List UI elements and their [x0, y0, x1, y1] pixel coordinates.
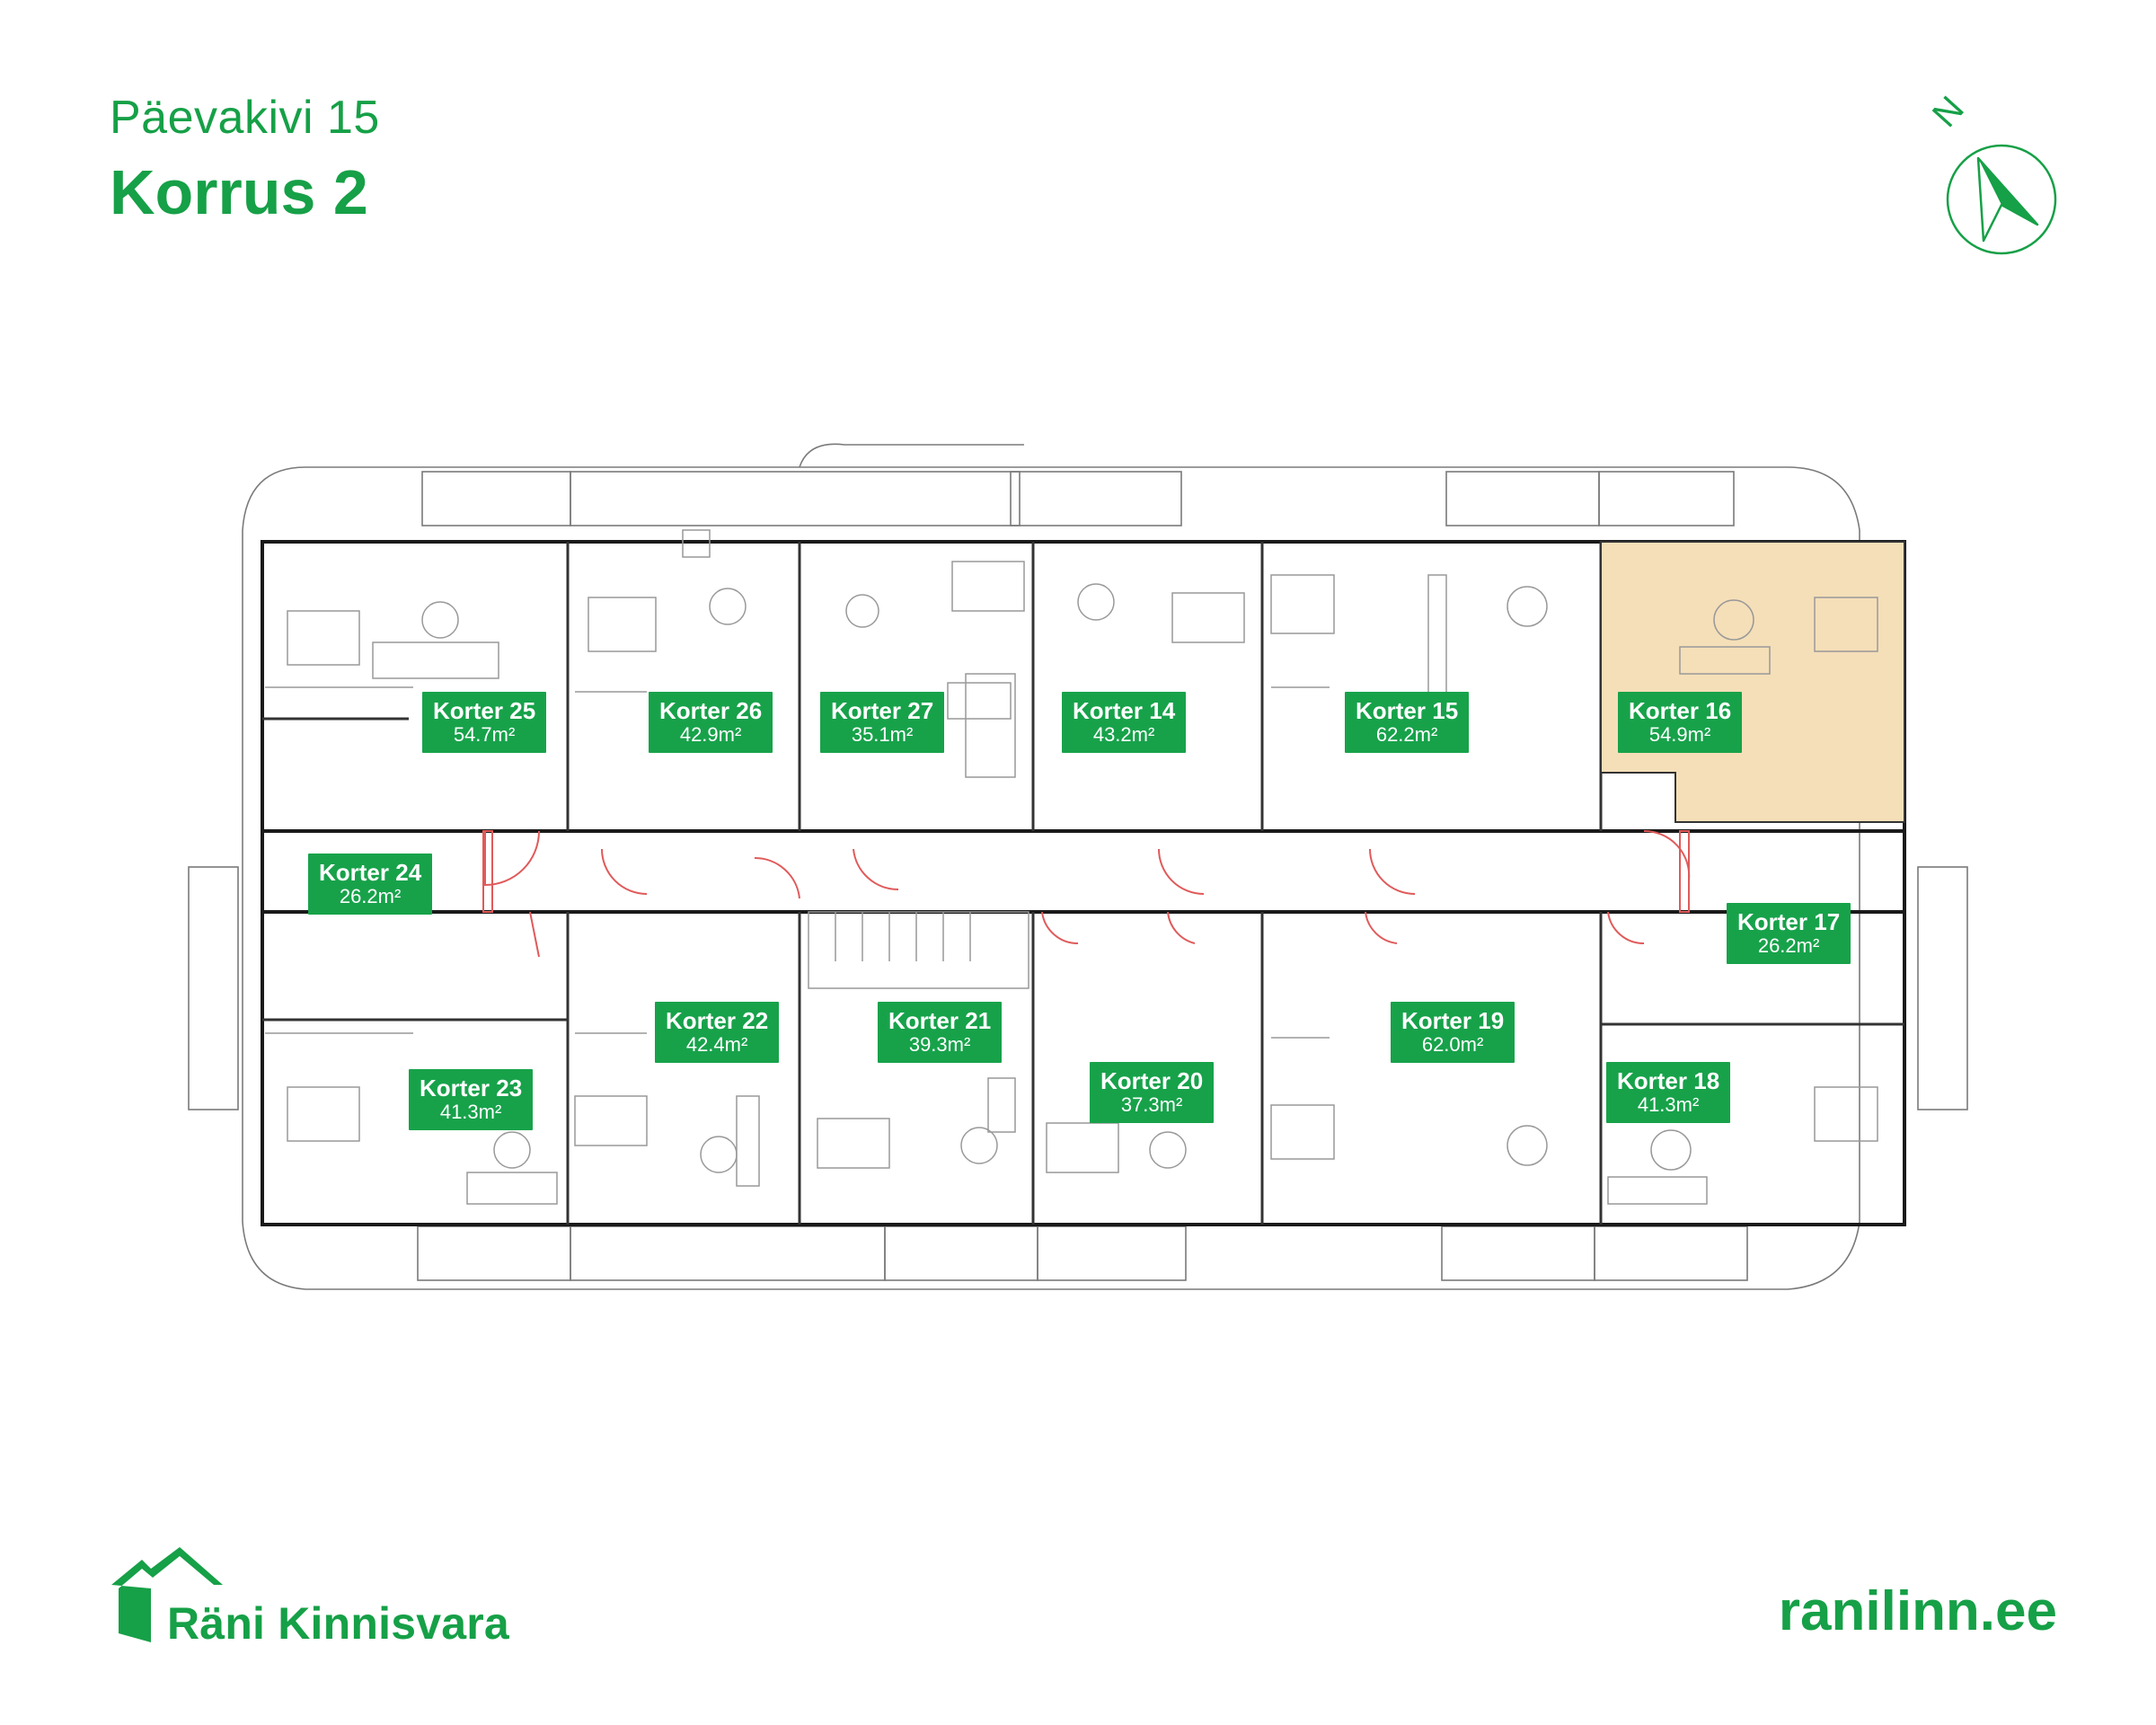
apartment-area: 39.3m²: [908, 1033, 971, 1056]
apartment-name: Korter 25: [433, 697, 536, 724]
apartment-label-14[interactable]: Korter 14 43.2m²: [1062, 692, 1187, 753]
north-arrow-icon: N: [1925, 90, 2057, 255]
apartment-area: 42.4m²: [685, 1033, 748, 1056]
apartment-label-21[interactable]: Korter 21 39.3m²: [878, 1002, 1003, 1063]
apartment-name: Korter 14: [1073, 697, 1176, 724]
apartment-label-27[interactable]: Korter 27 35.1m²: [820, 692, 945, 753]
apartment-16-highlight: [1600, 541, 1905, 823]
apartment-area: 42.9m²: [679, 723, 742, 746]
brand-name: Räni Kinnisvara: [167, 1598, 509, 1649]
apartment-area: 41.3m²: [439, 1101, 502, 1123]
apartment-area: 37.3m²: [1120, 1093, 1183, 1116]
apartment-label-24[interactable]: Korter 24 26.2m²: [308, 854, 433, 915]
title-block: Päevakivi 15 Korrus 2: [110, 94, 380, 224]
apartment-label-18[interactable]: Korter 18 41.3m²: [1606, 1062, 1731, 1123]
apartment-area: 43.2m²: [1092, 723, 1155, 746]
apartment-label-26[interactable]: Korter 26 42.9m²: [649, 692, 773, 753]
apartment-area: 54.9m²: [1648, 723, 1711, 746]
apartment-label-25[interactable]: Korter 25 54.7m²: [422, 692, 547, 753]
apartment-label-15[interactable]: Korter 15 62.2m²: [1345, 692, 1470, 753]
apartment-name: Korter 22: [666, 1007, 769, 1034]
floor-title: Korrus 2: [110, 157, 368, 227]
apartment-area: 26.2m²: [1757, 934, 1820, 957]
apartment-area: 35.1m²: [851, 723, 914, 746]
apartment-name: Korter 20: [1100, 1067, 1204, 1094]
apartment-area: 26.2m²: [339, 885, 402, 907]
apartment-name: Korter 23: [420, 1075, 523, 1101]
apartment-name: Korter 15: [1356, 697, 1459, 724]
apartment-area: 62.2m²: [1375, 723, 1438, 746]
apartment-name: Korter 16: [1629, 697, 1732, 724]
apartment-name: Korter 18: [1617, 1067, 1720, 1094]
apartment-name: Korter 26: [659, 697, 763, 724]
apartment-label-22[interactable]: Korter 22 42.4m²: [655, 1002, 780, 1063]
apartment-name: Korter 21: [888, 1007, 992, 1034]
apartment-area: 54.7m²: [453, 723, 516, 746]
apartment-label-23[interactable]: Korter 23 41.3m²: [409, 1069, 534, 1130]
apartment-name: Korter 24: [319, 859, 422, 886]
apartment-label-17[interactable]: Korter 17 26.2m²: [1727, 903, 1851, 964]
apartment-name: Korter 17: [1737, 908, 1841, 935]
apartment-name: Korter 19: [1401, 1007, 1505, 1034]
apartment-name: Korter 27: [831, 697, 934, 724]
brand-logo-icon: [111, 1547, 223, 1642]
apartment-label-16[interactable]: Korter 16 54.9m²: [1618, 692, 1743, 753]
apartment-area: 41.3m²: [1637, 1093, 1700, 1116]
apartment-area: 62.0m²: [1421, 1033, 1484, 1056]
website-link[interactable]: ranilinn.ee: [1778, 1580, 2057, 1642]
apartment-label-19[interactable]: Korter 19 62.0m²: [1391, 1002, 1515, 1063]
building-address: Päevakivi 15: [110, 92, 380, 144]
apartment-label-20[interactable]: Korter 20 37.3m²: [1090, 1062, 1215, 1123]
